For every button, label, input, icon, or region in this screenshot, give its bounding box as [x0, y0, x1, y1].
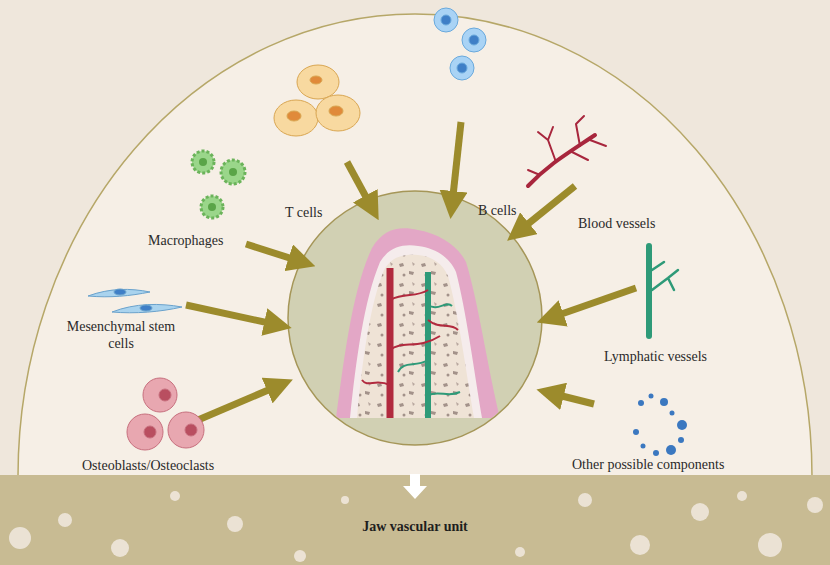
- component-label: Macrophages: [148, 232, 223, 249]
- band-ground: [0, 475, 830, 565]
- component-label: Osteoblasts/Osteoclasts: [82, 457, 214, 474]
- band-title: Jaw vascular unit: [0, 519, 830, 535]
- component-label: T cells: [285, 204, 322, 221]
- component-label: Lymphatic vessels: [604, 348, 707, 365]
- component-label: Blood vessels: [578, 215, 655, 232]
- arrow: [186, 122, 636, 420]
- bottom-band: Jaw vascular unit: [0, 475, 830, 565]
- component-label: Mesenchymal stem cells: [66, 318, 176, 352]
- component-label: B cells: [478, 202, 517, 219]
- component-label: Other possible components: [572, 456, 724, 473]
